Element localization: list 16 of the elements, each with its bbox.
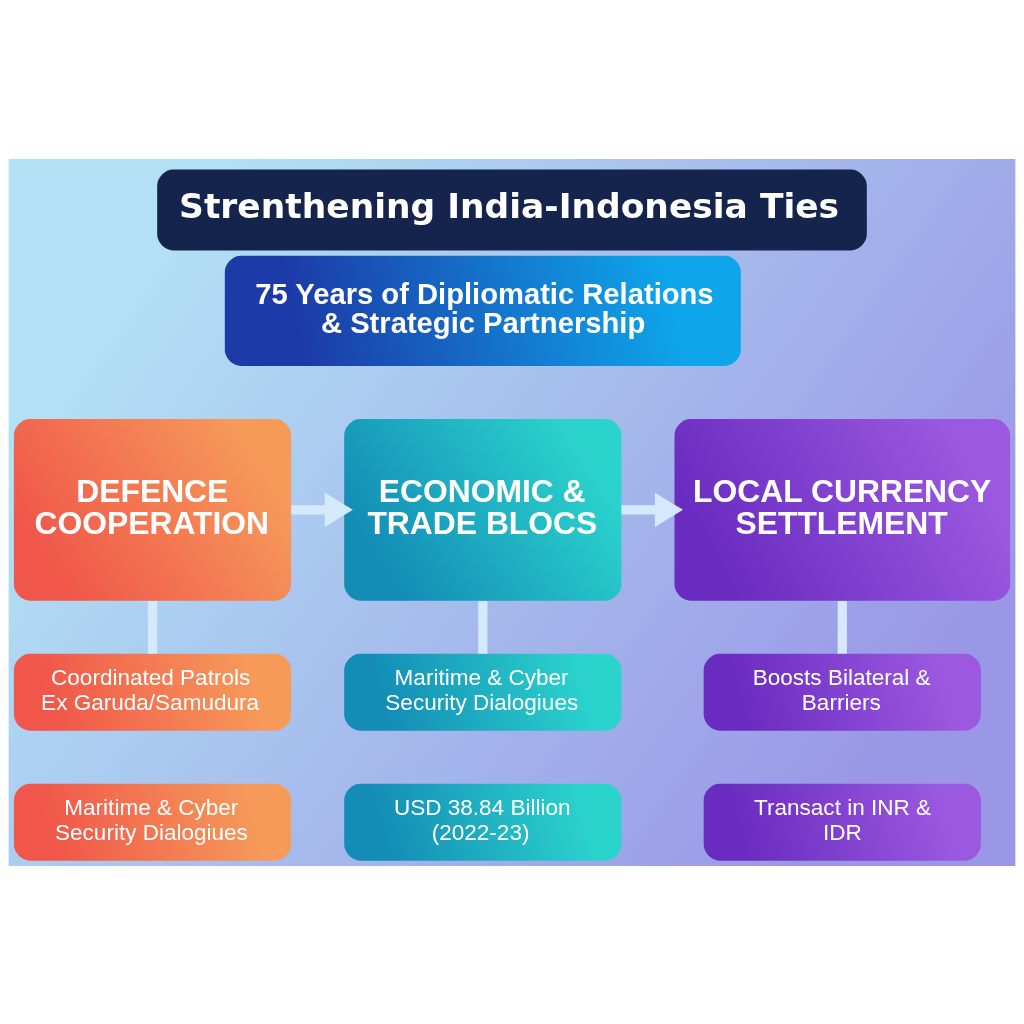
node-box: USD 38.84 Billion (2022-23): [344, 783, 622, 861]
node-box: LOCAL CURRENCY SETTLEMENT: [674, 418, 1011, 601]
arrow: [621, 492, 683, 527]
node-box: ECONOMIC & TRADE BLOCS: [344, 418, 622, 601]
connector: [147, 600, 158, 654]
node-box: Boosts Bilateral & Barriers: [703, 653, 981, 731]
node-box: 75 Years of Dipliomatic Relations & Strategic Partnership: [224, 255, 741, 366]
arrow: [291, 492, 353, 527]
node-box: Coordinated Patrols Ex Garuda/Samudura: [13, 653, 292, 731]
node-box: DEFENCE COOPERATION: [13, 418, 292, 601]
node-box: Transact in INR & IDR: [703, 783, 981, 861]
node-box: Maritime & Cyber Security Dialogiues: [344, 653, 622, 731]
node-box: Maritime & Cyber Security Dialogiues: [13, 783, 292, 861]
connector: [478, 600, 488, 654]
connector: [837, 600, 847, 654]
diagram-title: Strenthening India-Indonesia Ties: [179, 185, 840, 226]
